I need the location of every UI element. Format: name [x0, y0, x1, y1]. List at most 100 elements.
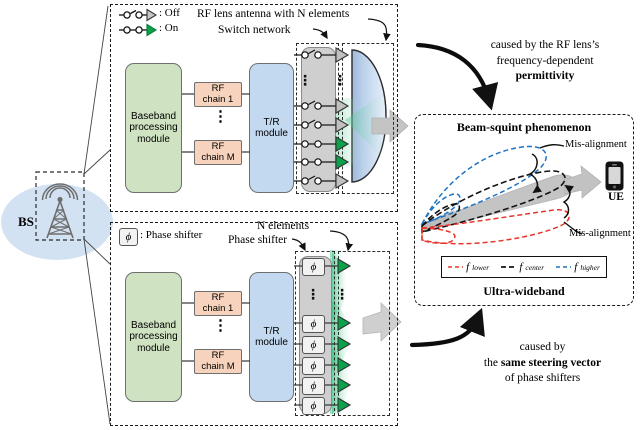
misalignment-arrow-bottom	[562, 184, 574, 219]
baseband-bottom-line-1: Baseband	[130, 320, 177, 332]
beam-lobe-f-center	[421, 170, 566, 234]
phase-shifter-symbol: ϕ	[310, 380, 317, 392]
callout-top-text: caused by the RF lens’s frequency-depend…	[455, 38, 635, 85]
legend-on-label: : On	[159, 22, 179, 34]
callout-arrow-top	[415, 42, 499, 111]
ue-label: UE	[608, 191, 624, 203]
phase-shifter-legend-label: : Phase shifter	[140, 229, 203, 241]
baseband-line-1: Baseband	[130, 111, 177, 123]
f-higher-sub: higher	[580, 262, 600, 272]
callout-bottom-line-3: of phase shifters	[504, 372, 581, 385]
phase-shifter-architecture-panel	[110, 222, 398, 426]
callout-bottom-line-2-bold: same steering vector	[500, 356, 602, 369]
phase-shifter-symbol: ϕ	[310, 261, 317, 273]
phase-shifter-4: ϕ	[302, 357, 325, 375]
callout-bottom-line-2-plain: the	[483, 356, 501, 369]
phase-shifter-title: Phase shifter	[228, 234, 288, 246]
beam-squint-diagram	[420, 143, 624, 245]
rf-lens-antenna-dashed-box	[342, 43, 394, 194]
phase-shifter-2: ϕ	[302, 315, 325, 333]
callout-top-line-2: frequency-dependent	[496, 54, 594, 67]
baseband-bottom-line-2: processing	[129, 331, 178, 343]
phase-shifter-5: ϕ	[302, 377, 325, 395]
svg-text:⋮: ⋮	[335, 287, 349, 303]
leader-switch-network	[312, 28, 328, 40]
phase-shifter-symbol: ϕ	[310, 339, 317, 351]
baseband-line-2: processing	[129, 122, 178, 134]
rf-chain-m-line-2: chain M	[201, 151, 235, 163]
switch-network-title: Switch network	[218, 24, 291, 36]
misalignment-arrow-top	[528, 153, 542, 194]
svg-text:⋮: ⋮	[298, 73, 312, 89]
beam-lobe-f-higher	[420, 145, 547, 226]
svg-text:⋮: ⋮	[306, 287, 320, 303]
main-beam-body	[421, 174, 576, 232]
phase-shifter-6: ϕ	[302, 397, 325, 415]
callout-arrow-bottom	[409, 307, 485, 348]
bs-tower-dashed-box	[35, 171, 85, 241]
misalignment-leader-bottom	[563, 221, 583, 235]
phase-shifter-legend-symbol: ϕ	[125, 231, 132, 243]
f-lower-label: f	[466, 261, 470, 273]
f-center-label: f	[519, 261, 523, 273]
switch-architecture-panel	[110, 4, 398, 212]
switch-antenna-array-top: ⋮ ⋮	[294, 47, 350, 189]
rf-lens-antenna-title: RF lens antenna with N elements	[197, 8, 350, 20]
phase-shifter-symbol: ϕ	[310, 400, 317, 412]
f-lower-dash-icon	[448, 266, 464, 268]
f-lower-sub: lower	[472, 262, 490, 272]
rf-chain-1-bottom-line-1: RF	[211, 291, 225, 303]
f-higher-label: f	[574, 261, 578, 273]
switch-network-dashed-box	[296, 43, 339, 194]
tr-module-top: T/R module	[249, 63, 294, 193]
phase-shifter-symbol: ϕ	[310, 360, 317, 372]
flow-arrow-top	[371, 109, 409, 143]
n-elements-title: N elements	[257, 220, 310, 232]
baseband-module-top: Baseband processing module	[125, 63, 182, 193]
leader-n-elements	[329, 230, 354, 252]
rf-chain-1-bottom-line-2: chain 1	[202, 302, 234, 314]
leader-rf-lens-antenna	[367, 18, 391, 42]
rf-chain-m-line-1: RF	[211, 140, 225, 152]
rf-chain-1-bottom: RF chain 1	[194, 291, 242, 316]
bs-tower-icon	[41, 183, 79, 239]
svg-text:⋮: ⋮	[333, 73, 347, 89]
callout-top-line-1: caused by the RF lens’s	[490, 39, 600, 51]
misalignment-leader-top	[539, 143, 565, 149]
callout-bottom-line-1: caused by	[519, 341, 566, 353]
rf-chain-1-top: RF chain 1	[194, 82, 242, 107]
callout-top-line-3: permittivity	[515, 70, 575, 83]
rf-chain-dots-top: ⋮	[213, 108, 228, 125]
rf-chain-m-bottom: RF chain M	[194, 349, 242, 374]
bs-label: BS	[18, 214, 34, 229]
phase-shifter-3: ϕ	[302, 336, 325, 354]
phase-shifter-symbol: ϕ	[310, 318, 317, 330]
phase-shifter-dashed-box	[295, 251, 335, 416]
tr-line-2: module	[255, 128, 288, 139]
top-legend-icons	[119, 8, 158, 37]
ultra-wideband-label: Ultra-wideband	[483, 284, 565, 298]
f-higher-dash-icon	[556, 266, 572, 268]
rf-chain-m-top: RF chain M	[194, 140, 242, 165]
baseband-bottom-line-3: module	[137, 342, 170, 354]
phase-shifter-legend-icon: ϕ	[119, 228, 138, 246]
misalignment-label-top: Mis-alignment	[565, 139, 627, 150]
ue-phone-icon	[605, 161, 624, 191]
rf-chain-m-bottom-line-1: RF	[211, 349, 225, 361]
phase-shifter-1: ϕ	[302, 258, 325, 276]
baseband-line-3: module	[137, 133, 170, 145]
expansion-line-top	[83, 5, 111, 175]
f-center-dash-icon	[501, 266, 517, 268]
rf-chain-dots-bottom: ⋮	[213, 317, 228, 334]
tr-bottom-line-1: T/R	[263, 325, 280, 337]
legend-off-label: : Off	[159, 7, 180, 19]
callout-bottom-text: caused by the same steering vector of ph…	[450, 340, 635, 387]
beam-lobe-f-lower	[421, 209, 570, 245]
baseband-module-bottom: Baseband processing module	[125, 272, 182, 402]
rf-chain-m-bottom-line-2: chain M	[201, 360, 235, 372]
bs-coverage-ellipse	[1, 184, 113, 260]
